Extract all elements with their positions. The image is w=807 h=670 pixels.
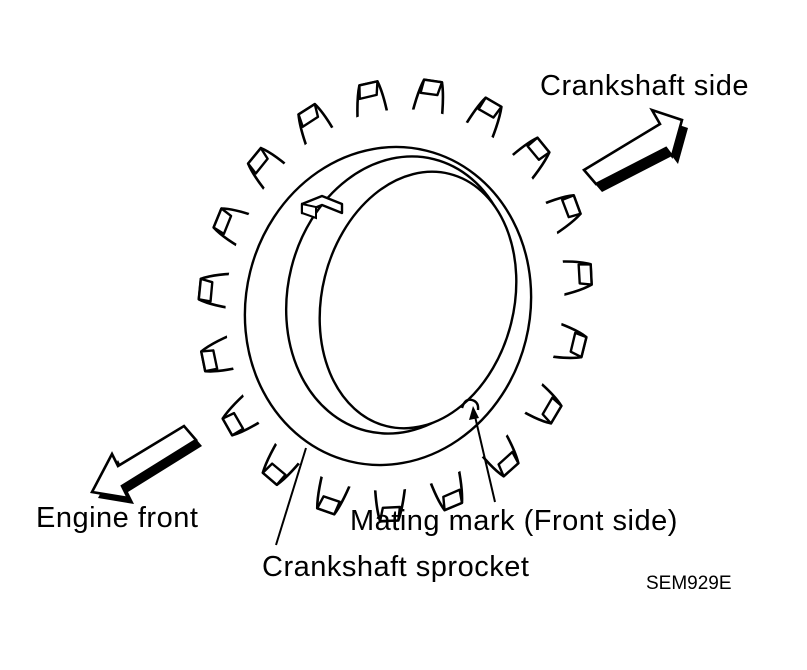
tooth-ledge xyxy=(569,331,588,359)
figure-code-label: SEM929E xyxy=(646,573,732,594)
tooth-ledge xyxy=(541,396,563,425)
tooth-ledge xyxy=(477,96,503,119)
tooth-ledge xyxy=(442,488,464,512)
tooth-ledges xyxy=(197,78,593,523)
tooth-ledge xyxy=(497,450,520,478)
crankshaft-side-arrow-icon xyxy=(582,107,688,192)
tooth-ledge xyxy=(221,411,245,437)
tooth-ledge xyxy=(261,462,287,486)
mating-mark-label: Mating mark (Front side) xyxy=(350,505,678,537)
tooth-ledge xyxy=(246,146,269,175)
tooth-ledge xyxy=(316,495,341,516)
tooth-ledge xyxy=(378,505,402,523)
tooth-ledge xyxy=(358,80,379,101)
crankshaft-side-label: Crankshaft side xyxy=(540,70,749,102)
tooth-ledge xyxy=(560,194,582,219)
sprocket-leader xyxy=(275,447,307,546)
keyway-side xyxy=(301,202,317,220)
sprocket-bore xyxy=(318,170,518,430)
mating-mark-leader-arrowhead xyxy=(469,406,479,420)
mating-mark-notch xyxy=(460,398,480,411)
tooth-ledge xyxy=(212,207,233,236)
engine-front-arrow-icon xyxy=(90,424,202,504)
mating-mark-leader xyxy=(473,411,496,503)
tooth-ledge xyxy=(297,102,320,128)
tooth-ledge xyxy=(526,136,551,161)
tooth-ledge xyxy=(197,277,214,303)
tooth-ledge xyxy=(577,263,593,286)
crankshaft-sprocket-label: Crankshaft sprocket xyxy=(262,551,530,583)
tooth-ledge xyxy=(200,349,219,373)
engine-front-label: Engine front xyxy=(36,502,199,534)
tooth-ledge xyxy=(419,78,444,97)
